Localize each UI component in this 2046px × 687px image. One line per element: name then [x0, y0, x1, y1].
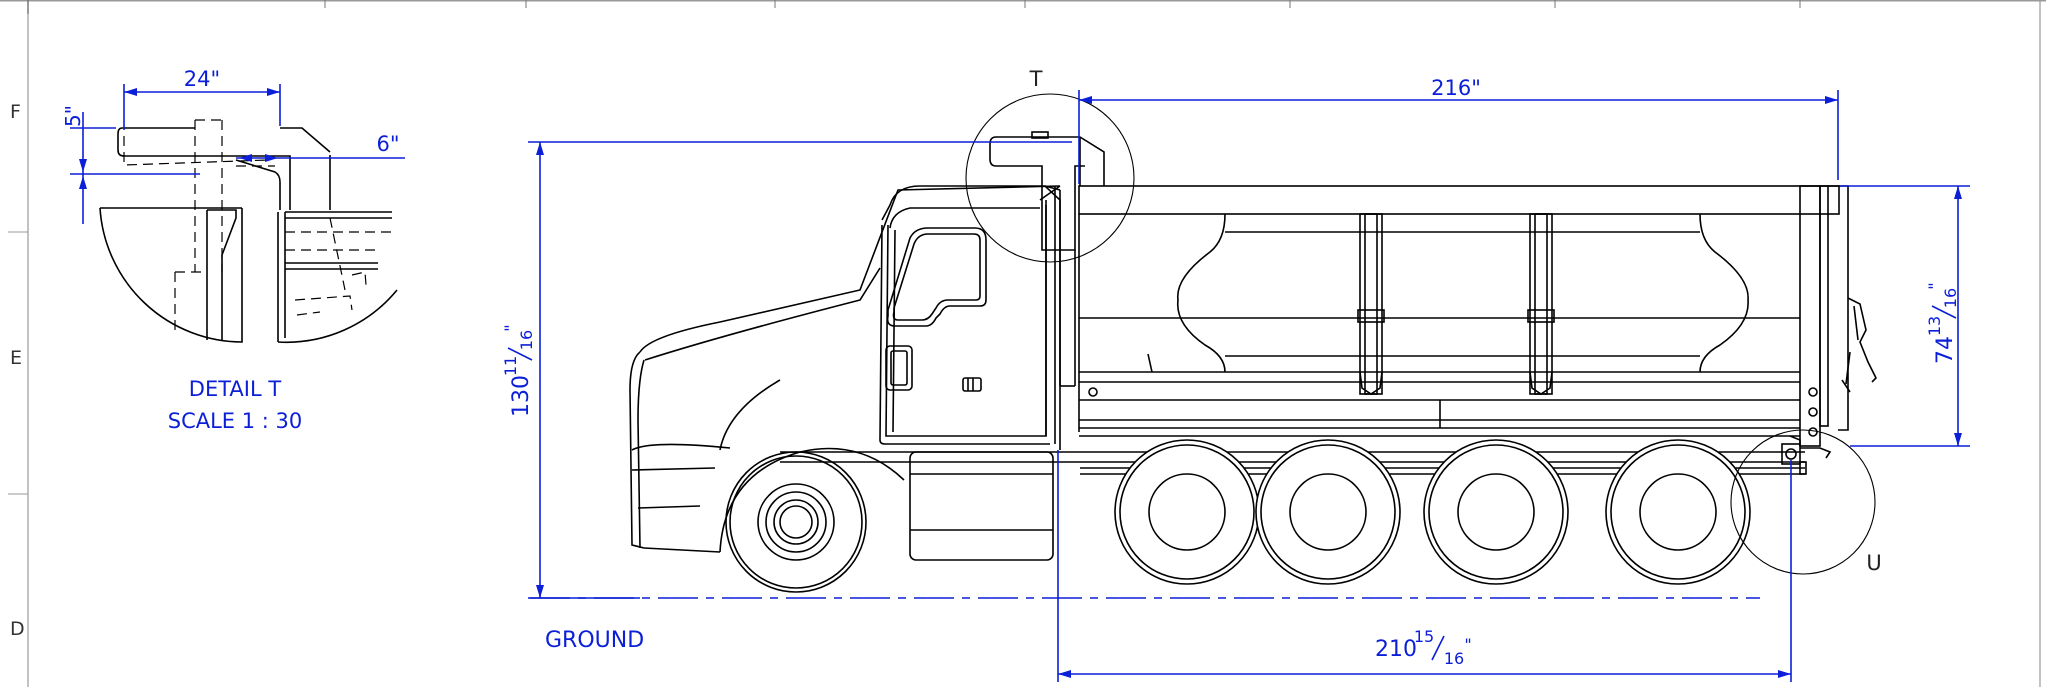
wheelbase-denominator: 16	[1444, 649, 1464, 668]
detail-scale: SCALE 1 : 30	[168, 409, 303, 433]
wheelbase-whole: 210	[1375, 637, 1417, 662]
overall-height-dimension: 130 11 16 "	[501, 324, 536, 417]
exhaust-stack	[989, 131, 1105, 387]
truck-side-view: GROUND	[530, 67, 1882, 653]
zone-label-d: D	[10, 618, 25, 640]
truck-cab	[879, 185, 1061, 450]
detail-t-callout-label: T	[1029, 67, 1043, 91]
detail-t-callout-circle	[965, 93, 1135, 263]
rear-wheel-4	[1605, 439, 1751, 585]
overall-height-numerator: 11	[501, 356, 520, 376]
rear-wheel-3	[1423, 439, 1569, 585]
detail-t-view: 24" 5" 6" DETAIL T SCALE 1 : 30	[61, 67, 405, 433]
body-height-denominator: 16	[1941, 288, 1960, 308]
zone-label-e: E	[10, 347, 22, 369]
detail-u-callout-circle	[1730, 429, 1876, 575]
detail-height-dimension: 5"	[61, 105, 85, 127]
overall-height-whole: 130	[509, 375, 534, 417]
detail-u-callout-label: U	[1866, 551, 1881, 575]
dimensions: 216" 74 13 16 " 130 11 16 "	[501, 76, 1970, 682]
body-length-dimension: 216"	[1431, 76, 1481, 100]
overall-height-denominator: 16	[517, 330, 536, 350]
wheelbase-inch-mark: "	[1464, 635, 1471, 654]
dump-body	[1078, 185, 1877, 447]
wheelbase-numerator: 15	[1414, 627, 1434, 646]
body-height-whole: 74	[1933, 336, 1958, 364]
wheelbase-dimension: 210 15 16 "	[1375, 627, 1472, 668]
zone-label-f: F	[10, 101, 21, 123]
detail-title: DETAIL T	[189, 377, 282, 401]
body-height-dimension: 74 13 16 "	[1925, 282, 1960, 364]
body-height-numerator: 13	[1925, 316, 1944, 336]
overall-height-inch-mark: "	[501, 324, 520, 331]
truck-hood	[629, 185, 1061, 553]
rear-wheel-1	[1114, 439, 1260, 585]
front-wheel	[725, 451, 867, 593]
detail-width-dimension: 24"	[184, 67, 220, 91]
ground-label: GROUND	[545, 628, 644, 653]
detail-offset-dimension: 6"	[376, 132, 399, 156]
rear-wheel-2	[1255, 439, 1401, 585]
body-height-inch-mark: "	[1925, 282, 1944, 289]
